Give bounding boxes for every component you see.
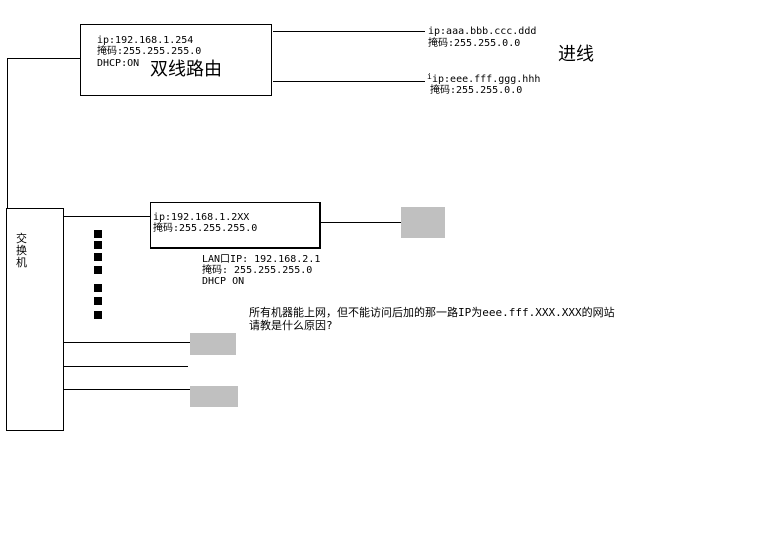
router-box <box>80 24 272 96</box>
router-switch-line-v <box>7 58 8 208</box>
wan2-mask: 掩码:255.255.0.0 <box>430 85 523 96</box>
switch-port-1 <box>94 230 102 238</box>
switch-port-4 <box>94 266 102 274</box>
router-ip: ip:192.168.1.254 <box>97 35 194 46</box>
router-switch-line-h <box>7 58 80 59</box>
switch-label: 交 换 机 <box>16 232 27 269</box>
pc-line-1 <box>64 342 190 343</box>
switch-subrouter-line <box>64 216 150 217</box>
lan-dhcp: DHCP ON <box>202 276 245 287</box>
router-dhcp: DHCP:ON <box>97 58 140 69</box>
question-line-2: 请教是什么原因? <box>249 319 333 332</box>
lan-mask: 掩码: 255.255.255.0 <box>202 265 313 276</box>
subrouter-ip: ip:192.168.1.2XX <box>153 212 250 223</box>
switch-port-3 <box>94 253 102 261</box>
switch-port-5 <box>94 284 102 292</box>
wan1-mask: 掩码:255.255.0.0 <box>428 38 521 49</box>
wan2-marker: i <box>427 72 432 81</box>
switch-box <box>6 208 64 431</box>
switch-port-2 <box>94 241 102 249</box>
wan1-ip: ip:aaa.bbb.ccc.ddd <box>428 26 537 37</box>
router-title: 双线路由 <box>150 59 222 80</box>
wan2-ip: ip:eee.fff.ggg.hhh <box>432 74 541 85</box>
pc-1 <box>190 333 236 355</box>
lan-ip: LAN口IP: 192.168.2.1 <box>202 254 321 265</box>
wan2-line <box>273 81 425 82</box>
incoming-label: 进线 <box>558 44 594 65</box>
pc-line-2 <box>64 366 188 367</box>
pc-3 <box>190 386 238 407</box>
switch-port-7 <box>94 311 102 319</box>
lan-computer <box>401 207 445 238</box>
question-line-1: 所有机器能上网，但不能访问后加的那一路IP为eee.fff.XXX.XXX的网站 <box>249 306 615 319</box>
router-mask: 掩码:255.255.255.0 <box>97 46 202 57</box>
pc-line-3 <box>64 389 190 390</box>
wan1-line <box>273 31 425 32</box>
switch-port-6 <box>94 297 102 305</box>
subrouter-mask: 掩码:255.255.255.0 <box>153 223 258 234</box>
subrouter-pc-line <box>321 222 401 223</box>
subrouter-box <box>150 202 321 249</box>
